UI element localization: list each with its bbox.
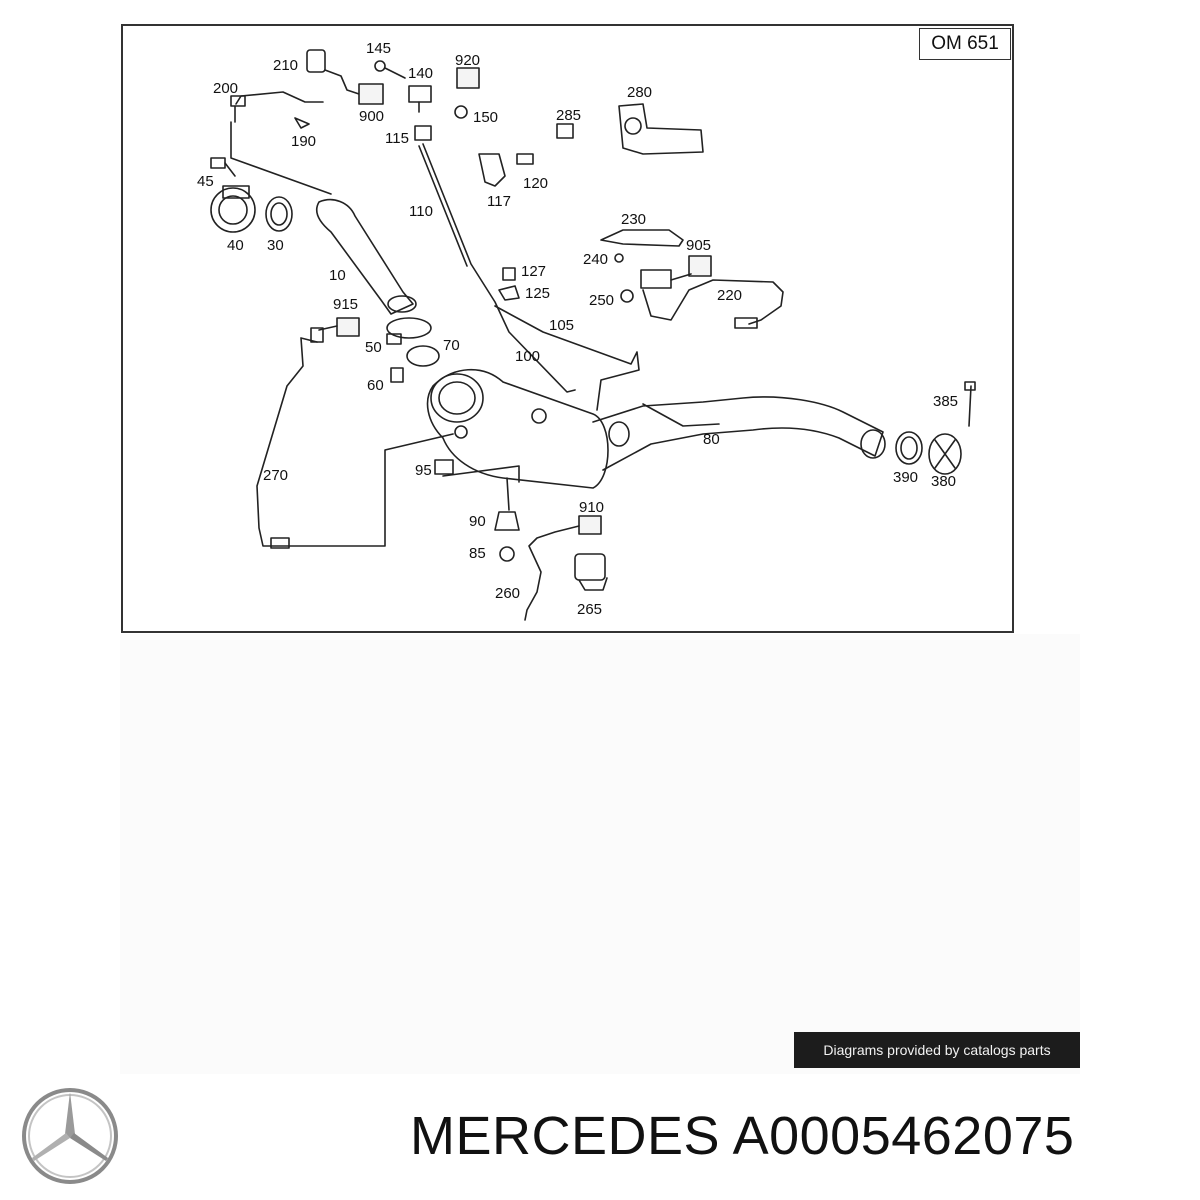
part-number: A0005462075 <box>732 1106 1075 1166</box>
callout-30: 30 <box>267 237 284 254</box>
bolt-60 <box>390 367 404 383</box>
clamp-40 <box>210 187 256 233</box>
background-panel <box>120 634 1080 1074</box>
callout-240: 240 <box>583 251 609 268</box>
clamp-380 <box>928 433 962 475</box>
callout-117: 117 <box>487 193 511 210</box>
sensor-cable-200 <box>235 91 324 105</box>
exhaust-system-drawing <box>210 49 976 621</box>
callout-905: 905 <box>686 237 712 254</box>
sensor-200-connector <box>230 95 246 107</box>
mercedes-star-icon <box>18 1084 122 1188</box>
callout-145: 145 <box>366 40 392 57</box>
callout-190: 190 <box>291 133 317 150</box>
callout-10: 10 <box>329 267 346 284</box>
callout-380: 380 <box>931 473 957 490</box>
bracket-230 <box>600 229 684 247</box>
engine-code-label: OM 651 <box>919 28 1011 60</box>
callout-210: 210 <box>273 57 299 74</box>
callout-110: 110 <box>409 203 433 220</box>
connector-910 <box>578 515 602 535</box>
nut-85 <box>499 546 515 562</box>
callout-105: 105 <box>549 317 575 334</box>
sensor-cable-270 <box>256 337 454 547</box>
nut-250 <box>620 289 634 303</box>
connector-905 <box>688 255 712 277</box>
nut-150 <box>454 105 468 119</box>
mount-90 <box>494 511 520 531</box>
connector-920 <box>456 67 480 89</box>
parts-diagram: OM 651 145 210 140 920 200 900 150 280 2… <box>121 24 1014 633</box>
callout-285: 285 <box>556 107 582 124</box>
callout-250: 250 <box>589 292 615 309</box>
bolt-285 <box>556 123 574 139</box>
callout-95: 95 <box>415 462 432 479</box>
gasket-390 <box>895 431 923 465</box>
callout-50: 50 <box>365 339 382 356</box>
gasket-30 <box>265 196 293 232</box>
temp-sensor-260 <box>524 525 580 621</box>
callout-100: 100 <box>515 348 541 365</box>
callout-85: 85 <box>469 545 486 562</box>
callout-40: 40 <box>227 237 244 254</box>
clip-125 <box>498 285 520 301</box>
pressure-line-110 <box>422 143 576 393</box>
callout-127: 127 <box>521 263 547 280</box>
callout-45: 45 <box>197 173 214 190</box>
bracket-117 <box>478 153 506 187</box>
outlet-pipe-80 <box>592 396 884 471</box>
callout-115: 115 <box>385 130 409 147</box>
pipe-10 <box>315 198 414 315</box>
callout-60: 60 <box>367 377 384 394</box>
screw-240 <box>614 253 624 263</box>
callout-200: 200 <box>213 80 239 97</box>
bolt-45 <box>210 157 226 169</box>
callout-265: 265 <box>577 601 603 618</box>
callout-270: 270 <box>263 467 289 484</box>
bolt-145 <box>374 60 386 72</box>
clip-210 <box>306 49 326 73</box>
callout-150: 150 <box>473 109 499 126</box>
callout-260: 260 <box>495 585 521 602</box>
bracket-280 <box>618 103 704 155</box>
bracket-95 <box>434 459 454 475</box>
pressure-sensor-140 <box>408 85 432 103</box>
particulate-filter <box>426 368 609 489</box>
callout-120: 120 <box>523 175 549 192</box>
sensor-cable-220 <box>642 279 784 325</box>
control-module <box>640 269 672 289</box>
callout-80: 80 <box>703 431 720 448</box>
brand-name: MERCEDES <box>410 1106 721 1166</box>
connector-915 <box>336 317 360 337</box>
callout-390: 390 <box>893 469 919 486</box>
callout-220: 220 <box>717 287 743 304</box>
callout-230: 230 <box>621 211 647 228</box>
callout-910: 910 <box>579 499 605 516</box>
pipe-100 <box>494 305 640 411</box>
callout-140: 140 <box>408 65 434 82</box>
callout-900: 900 <box>359 108 385 125</box>
clip-190 <box>294 117 310 129</box>
clip-265 <box>574 553 606 581</box>
callout-70: 70 <box>443 337 460 354</box>
nut-127 <box>502 267 516 281</box>
callout-920: 920 <box>455 52 481 69</box>
callout-125: 125 <box>525 285 551 302</box>
callout-915: 915 <box>333 296 359 313</box>
gasket-70 <box>406 345 440 367</box>
bolt-385 <box>968 385 972 427</box>
sleeve-115 <box>414 125 432 141</box>
clamp-50 <box>386 317 432 339</box>
bolt-120 <box>516 153 534 165</box>
callout-385: 385 <box>933 393 959 410</box>
part-title: MERCEDES A0005462075 <box>410 1104 1074 1168</box>
connector-900 <box>358 83 384 105</box>
callout-90: 90 <box>469 513 486 530</box>
callout-280: 280 <box>627 84 653 101</box>
credit-banner: Diagrams provided by catalogs parts <box>794 1032 1080 1068</box>
